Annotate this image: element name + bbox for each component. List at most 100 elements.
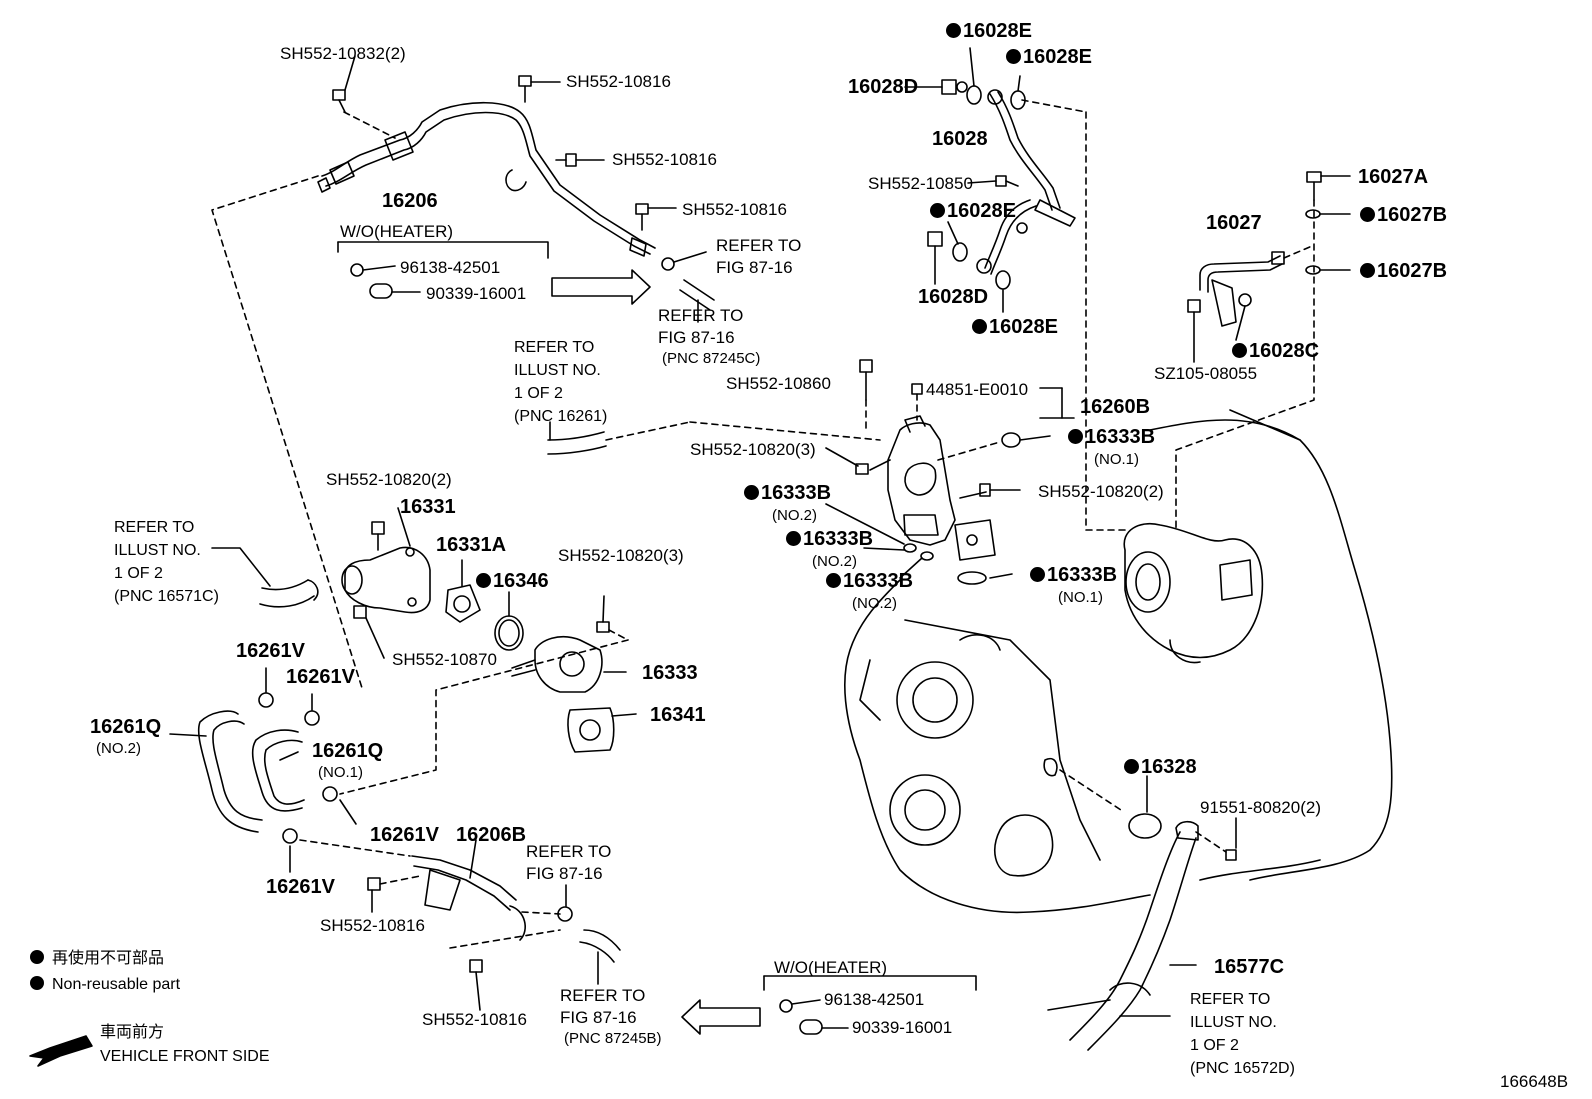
water-outlet-16260b — [888, 416, 995, 560]
label-16027b-2: 16027B — [1360, 260, 1447, 282]
union-bolt-16028d-top — [905, 80, 967, 94]
thermostat-16331a — [446, 560, 480, 622]
non-reusable-dot — [1030, 567, 1045, 582]
water-inlet-pipe-16577c — [1070, 822, 1198, 1050]
label-sh552-10816-c: SH552-10816 — [682, 200, 787, 219]
hose-16261q-no2 — [199, 711, 262, 832]
label-sh552-10850: SH552-10850 — [868, 174, 973, 193]
label-16261v-3: 16261V — [370, 824, 439, 846]
gasket-16341 — [568, 708, 636, 752]
label-refer-fig-d: REFER TO — [560, 986, 646, 1005]
label-sh552-10816-b: SH552-10816 — [612, 150, 717, 169]
diagram-id: 166648B — [1500, 1072, 1569, 1091]
gasket-16028e-2 — [1011, 76, 1025, 109]
label-no2-left-2: (NO.2) — [812, 553, 857, 570]
label-refer-fig-b2: FIG 87-16 — [658, 328, 735, 347]
non-reusable-dot — [1360, 263, 1375, 278]
non-reusable-dot — [826, 573, 841, 588]
label-sh552-10816-d: SH552-10816 — [320, 916, 425, 935]
legend-dot — [30, 950, 44, 964]
bolt-16027a — [1307, 172, 1350, 200]
bolt-sh552-10816-a — [519, 76, 560, 102]
bolt-sh552-10860 — [860, 360, 872, 430]
label-96138-bottom: 96138-42501 — [824, 990, 925, 1009]
label-sh552-10860: SH552-10860 — [726, 374, 831, 393]
label-16028e-1: 16028E — [946, 20, 1032, 42]
label-sh552-10816-a: SH552-10816 — [566, 72, 671, 91]
label-16028e-3: 16028E — [930, 200, 1016, 222]
label-no2-left-3: (NO.2) — [852, 595, 897, 612]
label-no1-right-2: (NO.1) — [1058, 589, 1103, 606]
label-refer-illust-16261-3: 1 OF 2 — [514, 385, 563, 402]
label-refer-fig-c2: FIG 87-16 — [526, 864, 603, 883]
label-pnc-87245b: (PNC 87245B) — [564, 1030, 662, 1047]
label-16261v-4: 16261V — [266, 876, 335, 898]
label-16028d-bottom: 16028D — [918, 286, 989, 308]
non-reusable-dot — [786, 531, 801, 546]
label-16333: 16333 — [642, 662, 698, 684]
label-16346: 16346 — [476, 570, 549, 592]
label-16333b-left-2: 16333B — [786, 528, 873, 550]
label-16261v-2: 16261V — [286, 666, 355, 688]
oil-pipe-16028 — [977, 90, 1075, 274]
non-reusable-dot — [1360, 207, 1375, 222]
label-refer-illust-16571-3: 1 OF 2 — [114, 565, 163, 582]
label-sh552-10820-2-left: SH552-10820(2) — [326, 470, 452, 489]
cap-90339-top — [370, 284, 420, 298]
washer-16027b-1 — [1306, 210, 1350, 218]
legend-dot — [30, 976, 44, 990]
water-bypass-pipe-16206b — [412, 840, 525, 940]
label-16206b: 16206B — [456, 824, 527, 846]
cock-44851 — [912, 384, 922, 420]
washer-16027b-2 — [1306, 266, 1350, 274]
label-16331: 16331 — [400, 496, 456, 518]
non-reusable-dot — [1006, 49, 1021, 64]
label-refer-fig-a: REFER TO — [716, 236, 802, 255]
label-sh552-10816-e: SH552-10816 — [422, 1010, 527, 1029]
bolt-sh552-10832 — [333, 90, 345, 112]
label-90339-top: 90339-16001 — [426, 284, 527, 303]
label-refer-illust-16261-4: (PNC 16261) — [514, 408, 608, 425]
bolt-sh552-10816-c — [636, 204, 676, 230]
non-reusable-dot — [946, 23, 961, 38]
label-16333b-right-2: 16333B — [1030, 564, 1117, 586]
label-refer-illust-16571-2: ILLUST NO. — [114, 542, 201, 559]
label-no1-right-1: (NO.1) — [1094, 451, 1139, 468]
legend-non-reusable-jp: 再使用不可部品 — [30, 946, 164, 971]
label-no1-q: (NO.1) — [318, 764, 363, 781]
label-16027: 16027 — [1206, 212, 1262, 234]
label-16331a: 16331A — [436, 534, 507, 556]
label-wo-heater-bottom: W/O(HEATER) — [774, 958, 888, 977]
gasket-16346 — [495, 592, 523, 650]
water-inlet-16333 — [512, 637, 626, 692]
non-reusable-dot — [476, 573, 491, 588]
label-pnc-87245c: (PNC 87245C) — [662, 350, 761, 367]
label-16206: 16206 — [382, 190, 438, 212]
label-16028d-top: 16028D — [848, 76, 919, 98]
label-16027a: 16027A — [1358, 166, 1429, 188]
non-reusable-dot — [1068, 429, 1083, 444]
label-16328: 16328 — [1124, 756, 1197, 778]
hose-16261q-no1 — [253, 730, 304, 811]
label-16028e-4: 16028E — [972, 316, 1058, 338]
label-16261q-no1: 16261Q — [312, 740, 384, 762]
water-inlet-housing-16331 — [342, 547, 430, 612]
engine-block-outline — [845, 410, 1392, 912]
label-refer-fig-d2: FIG 87-16 — [560, 1008, 637, 1027]
label-sh552-10820-3-mid: SH552-10820(3) — [558, 546, 684, 565]
label-91551-80820: 91551-80820(2) — [1200, 798, 1321, 817]
non-reusable-dot — [972, 319, 987, 334]
label-sh552-10870: SH552-10870 — [392, 650, 497, 669]
non-reusable-dot — [1124, 759, 1139, 774]
label-refer-illust-16572-2: ILLUST NO. — [1190, 1014, 1277, 1031]
legend-front-en: VEHICLE FRONT SIDE — [100, 1048, 270, 1065]
label-sh552-10832: SH552-10832(2) — [280, 44, 406, 63]
label-refer-illust-16261-1: REFER TO — [514, 339, 595, 356]
label-16028: 16028 — [932, 128, 988, 150]
legend-non-reusable-en: Non-reusable part — [30, 972, 180, 997]
gasket-16028e-3 — [948, 222, 967, 261]
label-16333b-right-1: 16333B — [1068, 426, 1155, 448]
label-refer-illust-16572-4: (PNC 16572D) — [1190, 1060, 1295, 1077]
label-16341: 16341 — [650, 704, 706, 726]
